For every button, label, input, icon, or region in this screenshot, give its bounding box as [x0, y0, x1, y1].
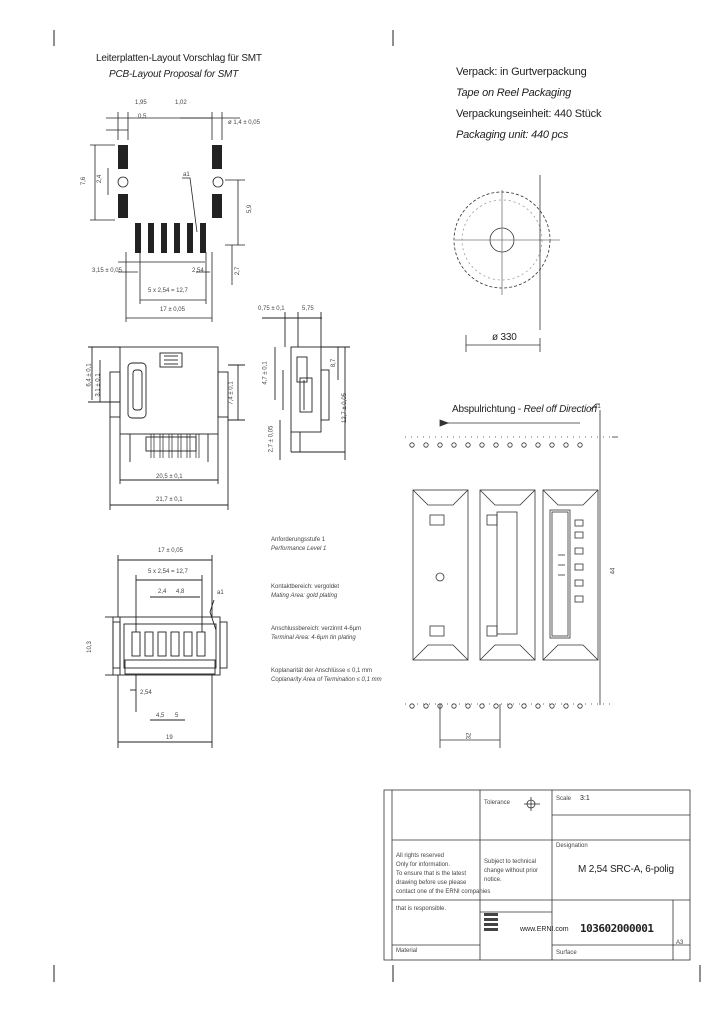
note-2-de: Kontaktbereich: vergoldet [271, 584, 340, 590]
tb-tolerance-label: Tolerance [484, 800, 511, 806]
note-4-de: Koplanarität der Anschlüsse ≤ 0,1 mm [271, 668, 373, 674]
side-dim-9: 2,7 ± 0,05 [268, 425, 275, 453]
tape-drawing [405, 403, 618, 748]
tb-scale-label: Scale [556, 796, 572, 802]
side-view-drawing [262, 312, 350, 460]
side-dim-7: 8,7 [331, 358, 338, 368]
reel-off-de: Abspulrichtung - Reel off Direction [452, 404, 597, 415]
pcb-dim-11: 5 x 2,54 = 12,7 [148, 288, 188, 294]
pcb-dim-5: 7,6 [81, 176, 88, 186]
title-block-frame [383, 789, 691, 961]
note-4-en: Coplanarity Area of Termination ≤ 0,1 mm [271, 677, 382, 683]
note-1-en: Performance Level 1 [271, 546, 327, 552]
front-dim-11: 21,7 ± 0,1 [156, 497, 183, 503]
tb-designation-label: Designation [556, 843, 588, 849]
pcb-a1-label: a1 [183, 172, 190, 178]
top-dim-5: 10,3 [86, 641, 93, 653]
reel-off-en-text: Reel off Direction [523, 404, 597, 415]
tb-note-e: contact one of the ERNI companies [396, 889, 491, 895]
front-dim-4: 3,1 ± 0,1 [95, 373, 102, 397]
top-dim-2: 5 x 2,54 = 12,7 [148, 569, 188, 575]
top-a1-label: a1 [217, 590, 224, 596]
tb-note-f: that is responsible. [396, 906, 447, 912]
pcb-dim-9: 3,15 ± 0,05 [92, 268, 122, 274]
top-view-drawing [105, 555, 228, 748]
pcb-pads [118, 145, 222, 253]
side-dim-2: 5,75 [302, 306, 314, 312]
note-3-de: Anschlussbereich: verzinnt 4-6µm [271, 626, 362, 632]
top-dim-7: 4,5 [156, 713, 165, 719]
pcb-title-de: Leiterplatten-Layout Vorschlag für SMT [96, 53, 262, 64]
note-3-en: Terminal Area: 4-6µm tin plating [271, 635, 356, 641]
packaging-line-3: Verpackungseinheit: 440 Stück [456, 108, 602, 120]
tb-designation: M 2,54 SRC-A, 6-polig [578, 864, 674, 875]
top-dim-6: 2,54 [140, 690, 152, 696]
tb-material-label: Material [396, 948, 418, 954]
tb-subject: Subject to technical change without prio… [484, 859, 539, 883]
pcb-dim-3: 1,02 [175, 100, 187, 106]
packaging-line-1: Verpack: in Gurtverpackung [456, 66, 587, 78]
pcb-dim-10: 2,54 [192, 268, 204, 274]
side-dim-6: 4,7 ± 0,1 [262, 361, 269, 385]
pcb-dim-1: 1,95 [135, 100, 147, 106]
top-dim-9: 19 [166, 735, 173, 741]
pcb-dim-12: 17 ± 0,05 [160, 307, 185, 313]
tb-note-c: To ensure that is the latest [396, 871, 467, 877]
pcb-layout-drawing [90, 112, 245, 322]
tb-note-a: All rights reserved [396, 853, 445, 859]
front-view-drawing [88, 346, 245, 510]
reel-drawing [453, 175, 560, 352]
side-dim-1: 0,75 ± 0,1 [258, 306, 285, 312]
packaging-line-2: Tape on Reel Packaging [456, 87, 572, 99]
pcb-dim-7: 5,9 [247, 204, 254, 214]
tb-part-number: 103602000001 [580, 922, 654, 935]
packaging-line-4: Packaging unit: 440 pcs [456, 129, 569, 141]
tb-sheet-size: A3 [676, 940, 684, 946]
tape-pitch: 32 [466, 732, 473, 740]
note-1-de: Anforderungsstufe 1 [271, 537, 326, 543]
tb-company: www.ERNI.com [520, 926, 569, 933]
tb-scale-value: 3:1 [580, 795, 590, 802]
pcb-title-en: PCB-Layout Proposal for SMT [109, 69, 239, 80]
pcb-dim-8: 2,7 [235, 266, 242, 276]
erni-logo-graphic [484, 913, 498, 931]
side-dim-8: 12,7 ± 0,05 [341, 393, 348, 423]
reel-diameter: ø 330 [492, 332, 517, 343]
front-dim-5: 7,4 ± 0,1 [228, 381, 235, 405]
reel-off-de-text: Abspulrichtung - [452, 404, 524, 415]
tb-note-b: Only for information. [396, 862, 451, 868]
tape-a1-label: a1 [594, 404, 601, 410]
top-dim-8: 5 [175, 713, 179, 719]
top-dim-3: 2,4 [158, 589, 167, 595]
tb-note-d: drawing before use please [396, 880, 467, 886]
top-dim-1: 17 ± 0,05 [158, 548, 183, 554]
sprocket-holes [409, 442, 583, 709]
front-dim-10: 20,5 ± 0,1 [156, 474, 183, 480]
pcb-dim-4: ø 1,4 ± 0,05 [228, 120, 260, 126]
front-dim-3: 6,4 ± 0,1 [86, 363, 93, 387]
note-2-en: Mating Area: gold plating [271, 593, 338, 599]
tape-width: 44 [610, 567, 617, 575]
top-dim-4: 4,8 [176, 589, 185, 595]
pcb-dim-6: 2,4 [97, 174, 104, 184]
tb-surface-label: Surface [556, 950, 577, 956]
pcb-dim-2: 0,5 [138, 114, 147, 120]
